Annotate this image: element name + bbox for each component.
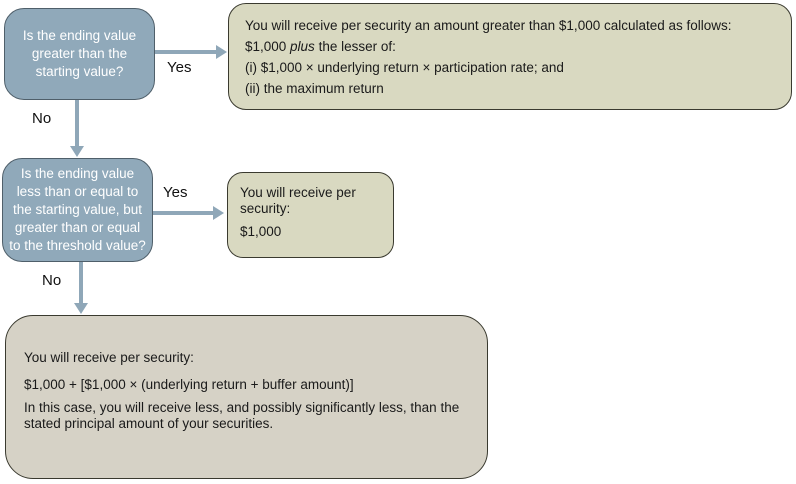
result-box-downside: You will receive per security: $1,000 + … — [5, 315, 488, 479]
yes-connector-line-2 — [153, 211, 213, 215]
decision-box-2-text: Is the ending value less than or equal t… — [9, 166, 146, 253]
plus-italic: plus — [290, 39, 315, 54]
result-top-line-2: $1,000 plus the lesser of: — [245, 39, 396, 54]
result-bottom-line-1: You will receive per security: — [24, 350, 194, 365]
no-connector-line-2 — [79, 262, 83, 303]
no-arrowhead-icon-1 — [70, 146, 84, 157]
decision-box-ending-greater-starting: Is the ending value greater than the sta… — [4, 8, 155, 100]
result-middle-line-2: $1,000 — [240, 224, 282, 239]
decision-box-above-threshold: Is the ending value less than or equal t… — [2, 158, 153, 262]
result-top-line-4: (ii) the maximum return — [245, 81, 384, 96]
no-connector-line-1 — [75, 100, 79, 146]
result-box-upside: You will receive per security an amount … — [228, 3, 792, 110]
no-label-1: No — [32, 110, 52, 127]
yes-label-1: Yes — [167, 59, 192, 76]
yes-arrowhead-icon-1 — [216, 45, 227, 59]
result-bottom-line-2: $1,000 + [$1,000 × (underlying return + … — [24, 377, 354, 392]
result-top-line-3: (i) $1,000 × underlying return × partici… — [245, 60, 564, 75]
decision-box-1-text: Is the ending value greater than the sta… — [22, 28, 137, 79]
yes-connector-line-1 — [155, 50, 216, 54]
result-top-line-1: You will receive per security an amount … — [245, 18, 732, 33]
result-middle-line-1: You will receive per security: — [240, 185, 356, 216]
result-bottom-line-3: In this case, you will receive less, and… — [24, 400, 460, 431]
no-label-2: No — [42, 272, 62, 289]
yes-arrowhead-icon-2 — [213, 206, 224, 220]
result-box-par: You will receive per security: $1,000 — [227, 172, 394, 258]
no-arrowhead-icon-2 — [74, 303, 88, 314]
yes-label-2: Yes — [163, 184, 188, 201]
